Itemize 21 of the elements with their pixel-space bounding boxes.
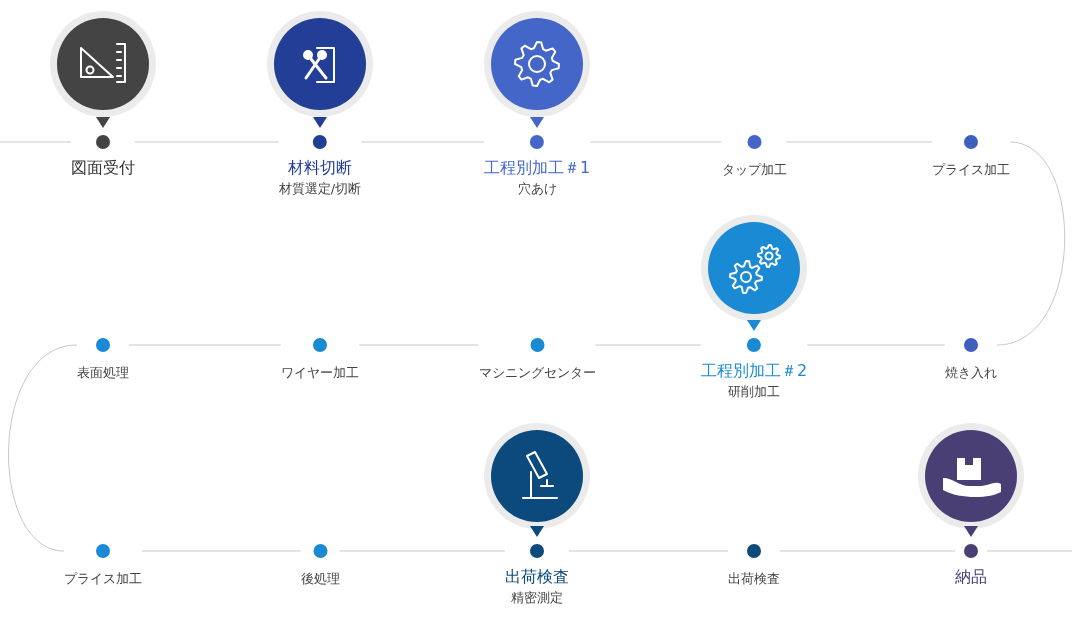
step-label: 後処理	[300, 570, 340, 588]
step-label: タップ加工	[721, 161, 787, 179]
step-label: 表面処理	[77, 364, 129, 382]
step-label: 焼き入れ	[945, 364, 997, 382]
step-title: 出荷検査	[505, 567, 569, 587]
step-label: プライス加工	[64, 570, 142, 588]
step-subtitle: 精密測定	[511, 589, 563, 607]
step-title: 納品	[955, 567, 987, 587]
step-label: プライス加工	[932, 161, 1010, 179]
step-subtitle: 研削加工	[728, 383, 780, 401]
step-label: ワイヤー加工	[281, 364, 359, 382]
timeline-line	[996, 141, 1066, 346]
step-label: マシニングセンター	[478, 364, 596, 382]
step-title: 材料切断	[288, 158, 352, 178]
timeline-line	[8, 344, 78, 552]
step-title: 図面受付	[71, 158, 135, 178]
step-title: 工程別加工＃1	[483, 158, 591, 178]
step-label: 出荷検査	[728, 570, 780, 588]
step-subtitle: 穴あけ	[517, 180, 557, 198]
step-subtitle: 材質選定/切断	[278, 180, 362, 198]
step-title: 工程別加工＃2	[700, 361, 808, 381]
